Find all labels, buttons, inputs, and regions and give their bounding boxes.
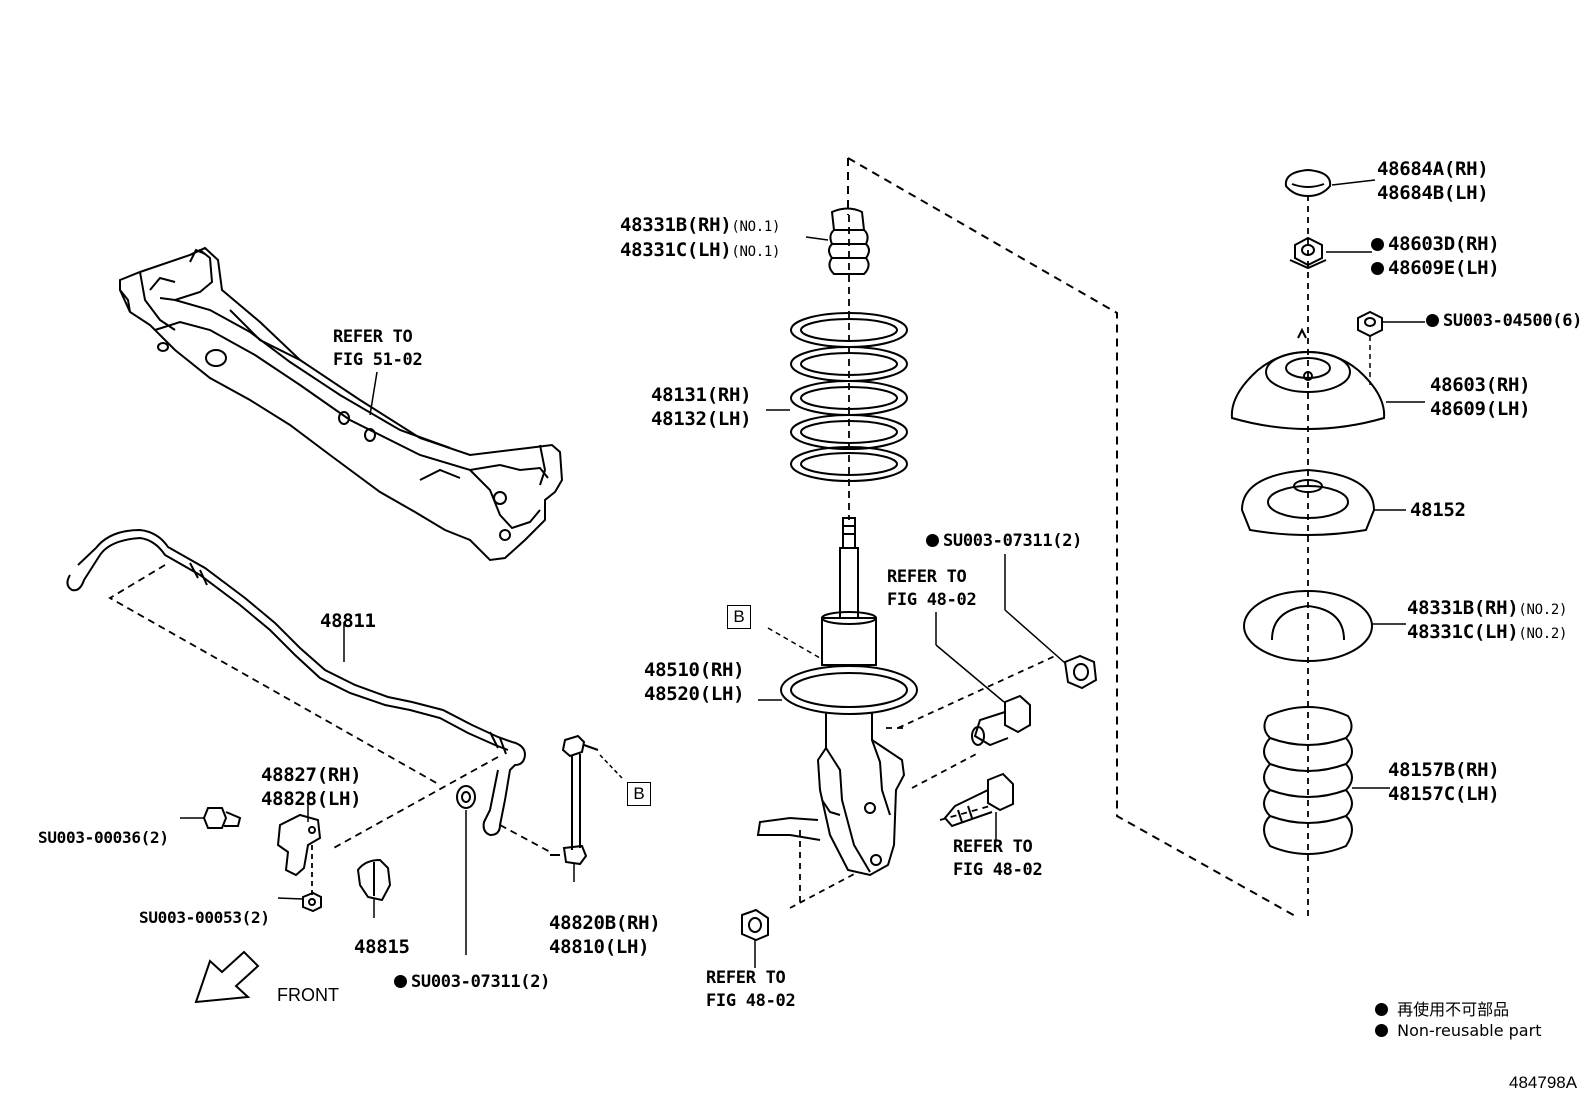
coil-spring	[790, 312, 908, 482]
label-refer-to-upper: REFER TO	[887, 567, 967, 587]
bolt-00036	[202, 807, 242, 829]
crossmember	[119, 246, 564, 562]
label-48331c-no2: 48331C(LH)(NO.2)	[1407, 621, 1568, 643]
label-su003-07311-stab: SU003-07311(2)	[394, 970, 550, 994]
stabilizer-link	[550, 734, 599, 866]
reference-box-b-strut: B	[727, 605, 751, 629]
label-48827: 48827(RH)	[261, 764, 362, 786]
bearing-48152	[1240, 468, 1376, 536]
strut-bolt-upper	[971, 694, 1031, 747]
shock-absorber	[756, 517, 918, 877]
strut-dashed-lines	[789, 655, 1056, 909]
strut-group-outline	[847, 157, 1298, 918]
label-refer-to-mid: REFER TO	[953, 837, 1033, 857]
nut-07311-left	[456, 785, 476, 809]
non-reusable-dot-icon	[1426, 314, 1439, 327]
label-fig-48-02-upper: FIG 48-02	[887, 590, 977, 610]
label-48603: 48603(RH)	[1430, 374, 1531, 396]
label-48131: 48131(RH)	[651, 384, 752, 406]
label-48810: 48810(LH)	[549, 936, 650, 958]
strut-mount-48603	[1230, 327, 1386, 430]
front-arrow-icon	[194, 950, 260, 1004]
reference-box-b-link: B	[627, 782, 651, 806]
non-reusable-dot-icon	[1371, 238, 1384, 251]
label-refer-to-crossmember: REFER TO	[333, 327, 413, 347]
label-su003-00053: SU003-00053(2)	[139, 908, 270, 927]
leader-crossmember	[369, 371, 378, 416]
strut-nut-07311	[1063, 654, 1098, 690]
label-48684a: 48684A(RH)	[1377, 158, 1489, 180]
bellows-48157	[1263, 706, 1353, 855]
label-48331c-no1: 48331C(LH)(NO.1)	[620, 239, 781, 261]
label-48811: 48811	[320, 610, 376, 632]
label-48684b: 48684B(LH)	[1377, 182, 1489, 204]
label-48152: 48152	[1410, 499, 1466, 521]
label-48603d: 48603D(RH)	[1371, 232, 1500, 256]
figure-number: 484798A	[1509, 1073, 1578, 1092]
label-su003-04500: SU003-04500(6)	[1426, 309, 1582, 333]
label-48820b: 48820B(RH)	[549, 912, 661, 934]
non-reusable-dot-icon	[1375, 1003, 1388, 1016]
non-reusable-dot-icon	[1371, 262, 1384, 275]
stab-dashed-lines	[108, 564, 553, 854]
label-48609: 48609(LH)	[1430, 398, 1531, 420]
nut-48603d	[1289, 236, 1327, 270]
label-48157b: 48157B(RH)	[1388, 759, 1500, 781]
label-48331b-no2: 48331B(RH)(NO.2)	[1407, 597, 1568, 619]
label-fig-51-02: FIG 51-02	[333, 350, 423, 370]
nut-00053	[302, 891, 322, 913]
non-reusable-dot-icon	[394, 975, 407, 988]
front-direction-label: FRONT	[277, 985, 339, 1005]
label-48331b-no1: 48331B(RH)(NO.1)	[620, 214, 781, 236]
label-48520: 48520(LH)	[644, 683, 745, 705]
label-48510: 48510(RH)	[644, 659, 745, 681]
legend-english: Non-reusable part	[1375, 1021, 1541, 1040]
bushing-48815	[356, 858, 392, 902]
label-fig-48-02-mid: FIG 48-02	[953, 860, 1043, 880]
label-48828: 48828(LH)	[261, 788, 362, 810]
label-refer-to-bottom: REFER TO	[706, 968, 786, 988]
label-su003-00036: SU003-00036(2)	[38, 828, 169, 847]
label-48157c: 48157C(LH)	[1388, 783, 1500, 805]
nut-04500	[1357, 310, 1383, 338]
label-48132: 48132(LH)	[651, 408, 752, 430]
label-fig-48-02-bottom: FIG 48-02	[706, 991, 796, 1011]
label-48815: 48815	[354, 936, 410, 958]
stab-bracket	[276, 813, 322, 877]
stabilizer-bar	[66, 528, 527, 837]
strut-bolt-lower	[943, 772, 1014, 828]
strut-nut-bottom	[741, 908, 769, 942]
non-reusable-dot-icon	[1375, 1024, 1388, 1037]
spring-seat-no2	[1243, 590, 1373, 662]
legend-japanese: 再使用不可部品	[1375, 996, 1509, 1020]
non-reusable-dot-icon	[926, 534, 939, 547]
label-su003-07311-strut: SU003-07311(2)	[926, 529, 1082, 553]
label-48609e: 48609E(LH)	[1371, 256, 1500, 280]
cap-48684	[1284, 168, 1332, 198]
